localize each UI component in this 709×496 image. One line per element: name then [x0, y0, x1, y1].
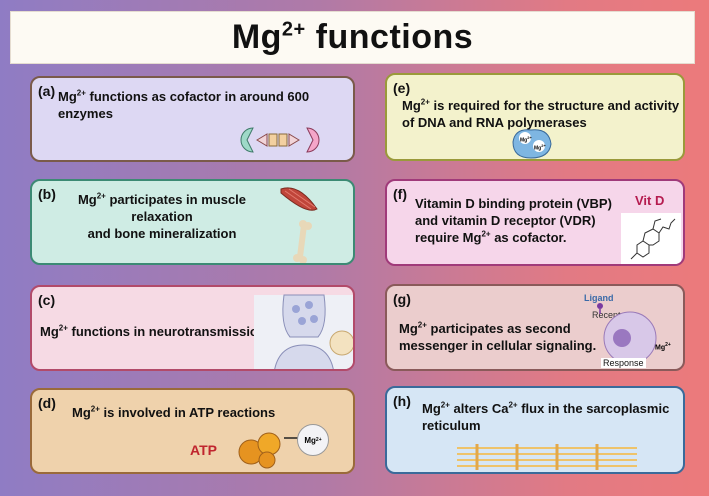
page-title: Mg2+ functions	[231, 18, 474, 56]
card-second-messenger: (g) Mg2+ participates as second messenge…	[385, 284, 685, 371]
card-text: Vitamin D binding protein (VBP) and vita…	[415, 196, 612, 245]
card-text: Mg2+ is required for the structure and a…	[402, 97, 680, 130]
mg-ion-label: Mg2+	[655, 342, 671, 352]
card-text: Mg2+ participates as second messenger in…	[399, 320, 597, 353]
card-dna-rna-polymerases: (e) Mg2+ is required for the structure a…	[385, 73, 685, 161]
card-text: Mg2+ is involved in ATP reactions	[72, 404, 276, 420]
bone-icon	[293, 220, 312, 263]
atp-label: ATP	[190, 442, 217, 458]
synapse-icon	[254, 294, 353, 369]
card-text: Mg2+ functions as cofactor in around 600…	[58, 88, 310, 121]
card-letter: (b)	[38, 186, 56, 202]
enzyme-icon	[240, 127, 320, 153]
response-label: Response	[601, 358, 646, 368]
card-letter: (h)	[393, 393, 411, 409]
connector-line	[284, 437, 298, 439]
card-text: Mg2+ participates in muscle relaxation a…	[77, 191, 247, 241]
card-cofactor-enzymes: (a) Mg2+ functions as cofactor in around…	[30, 76, 355, 162]
card-letter: (f)	[393, 186, 407, 202]
vitamin-d-structure-icon	[621, 213, 681, 264]
card-atp-reactions: (d) Mg2+ is involved in ATP reactions AT…	[30, 388, 355, 474]
card-neurotransmission: (c) Mg2+ functions in neurotransmission	[30, 285, 355, 371]
polymerase-icon	[512, 129, 552, 159]
receptor-label: Receptor	[592, 310, 629, 320]
card-letter: (g)	[393, 291, 411, 307]
muscle-icon	[280, 187, 318, 211]
card-text: Mg2+ alters Ca2+ flux in the sarcoplasmi…	[422, 400, 670, 433]
cell-icon	[597, 303, 657, 365]
title-banner: Mg2+ functions	[10, 11, 695, 64]
mg-ion-label: Mg2+	[520, 135, 532, 144]
card-letter: (d)	[38, 395, 56, 411]
sarcoplasmic-reticulum-icon	[457, 444, 637, 470]
atp-molecule-icon	[238, 432, 281, 469]
ligand-label: Ligand	[584, 293, 614, 303]
card-vitamin-d: (f) Vitamin D binding protein (VBP) and …	[385, 179, 685, 266]
card-letter: (a)	[38, 83, 56, 99]
card-sarcoplasmic-reticulum: (h) Mg2+ alters Ca2+ flux in the sarcopl…	[385, 386, 685, 474]
card-letter: (c)	[38, 292, 56, 308]
mg-ion-label: Mg2+	[534, 143, 546, 152]
card-letter: (e)	[393, 80, 411, 96]
card-muscle-bone: (b) Mg2+ participates in muscle relaxati…	[30, 179, 355, 265]
vit-d-label: Vit D	[635, 193, 665, 208]
card-text: Mg2+ functions in neurotransmission	[40, 323, 266, 339]
